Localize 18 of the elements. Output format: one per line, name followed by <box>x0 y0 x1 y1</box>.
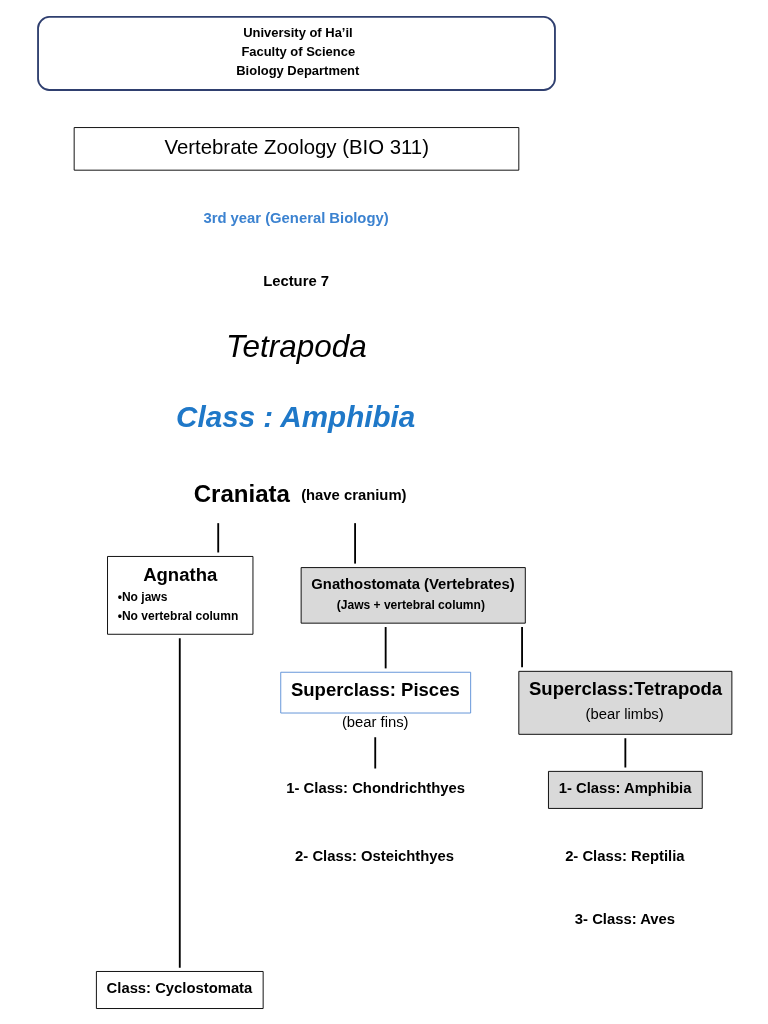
label: 3- Class: Aves <box>574 911 675 928</box>
connector <box>623 737 626 769</box>
node-text: 1- Class: Chondrichthyes <box>285 779 465 796</box>
node-text: Craniata <box>193 480 290 508</box>
connector <box>384 626 387 670</box>
label: 2- Class: Reptilia <box>564 848 685 865</box>
connector <box>373 736 376 770</box>
connector <box>353 522 356 565</box>
node-label: (have cranium) <box>300 486 406 503</box>
connector <box>520 626 523 669</box>
label: Class : Amphibia <box>175 400 415 434</box>
label: Lecture 7 <box>262 272 329 289</box>
label: Tetrapoda <box>225 328 367 365</box>
node-label: (bear fins) <box>341 713 409 730</box>
connector <box>216 522 219 554</box>
connector <box>178 637 181 969</box>
label: 3rd year (General Biology) <box>202 209 389 226</box>
label: 2- Class: Osteichthyes <box>294 848 454 865</box>
